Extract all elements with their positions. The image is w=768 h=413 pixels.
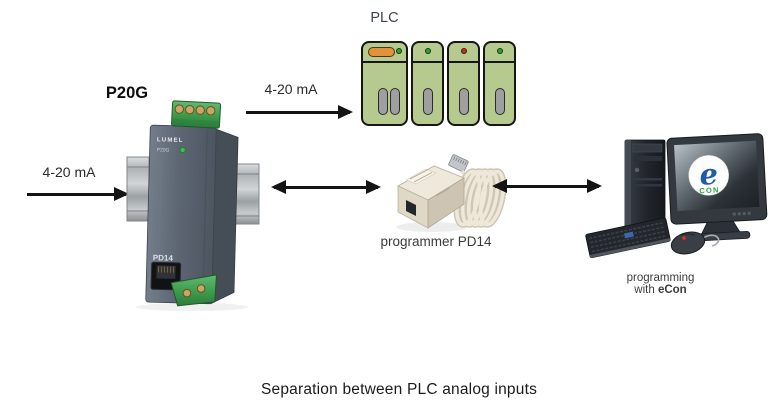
arrow-shaft xyxy=(27,192,126,196)
diagram-caption: Separation between PLC analog inputs xyxy=(260,381,538,398)
arrowhead-left-icon xyxy=(271,180,286,194)
programmer-label: programmer PD14 xyxy=(380,234,492,249)
plc-power-module xyxy=(361,41,408,126)
bottom-terminal-block xyxy=(170,274,217,307)
computer-image: e CON xyxy=(585,133,768,259)
status-led xyxy=(179,146,186,153)
pc-monitor: e CON xyxy=(666,133,768,242)
status-led xyxy=(496,47,503,54)
computer-label-line1: programming xyxy=(626,272,695,284)
arrowhead-right-icon xyxy=(587,179,602,193)
coiled-cable-highlight xyxy=(454,169,506,227)
pc-mouse xyxy=(670,231,720,255)
programmer-pd14-image xyxy=(396,154,507,232)
top-terminal-block xyxy=(171,100,222,129)
arrow-shaft xyxy=(495,184,599,188)
econ-logo xyxy=(688,155,729,196)
terminal-slot xyxy=(458,88,469,115)
device-programmer-link-arrow xyxy=(271,180,381,194)
programmer-computer-link-arrow xyxy=(492,179,602,193)
usb-port xyxy=(406,200,416,216)
top-signal-label: 4-20 mA xyxy=(264,81,318,97)
arrow-shaft xyxy=(274,185,378,189)
top-signal-arrow xyxy=(244,105,353,119)
left-signal-label: 4-20 mA xyxy=(42,164,96,180)
monitor-buttons xyxy=(732,211,751,216)
arrow-shaft xyxy=(246,110,350,114)
top-label-sticker xyxy=(405,168,437,185)
left-signal-arrow xyxy=(25,187,129,201)
arrowhead-right-icon xyxy=(366,180,381,194)
computer-label: programming with eCon xyxy=(603,272,718,296)
p20g-device-label: P20G xyxy=(105,84,149,102)
plc-io-module xyxy=(483,41,516,126)
plc-module-rack xyxy=(361,41,516,126)
terminal-slot xyxy=(378,88,388,115)
programmer-box xyxy=(397,165,465,229)
programmer-shadow xyxy=(396,222,468,232)
plc-label: PLC xyxy=(370,10,399,26)
terminal-slot xyxy=(390,88,400,115)
mouse-cable xyxy=(702,234,720,247)
status-led xyxy=(460,47,467,54)
status-led xyxy=(396,47,402,54)
computer-label-econ: eCon xyxy=(657,284,687,297)
port-label-text: PD14 xyxy=(153,253,174,263)
terminal-slot xyxy=(422,88,433,115)
econ-logo-word: CON xyxy=(699,185,720,195)
arrowhead-right-icon xyxy=(338,105,353,119)
cable-connector xyxy=(448,154,469,173)
pc-tower xyxy=(624,139,666,233)
plc-io-module xyxy=(411,41,444,126)
brand-text: LUMEL xyxy=(157,137,184,144)
status-led xyxy=(424,47,431,54)
power-slot xyxy=(368,47,395,57)
pc-keyboard xyxy=(585,217,671,259)
plc-io-module xyxy=(447,41,480,126)
arrowhead-right-icon xyxy=(114,187,129,201)
model-text: P20G xyxy=(157,147,170,153)
device-shadow xyxy=(136,303,248,311)
keyboard-blue-key xyxy=(624,231,634,239)
din-rail xyxy=(126,156,260,225)
p20g-transducer-image: LUMEL P20G PD14 xyxy=(126,100,260,311)
mouse-light xyxy=(682,236,686,240)
device-body: LUMEL P20G PD14 xyxy=(145,124,239,307)
terminal-slot xyxy=(494,88,505,115)
module-divider xyxy=(484,60,515,63)
module-divider xyxy=(362,60,407,63)
module-divider xyxy=(412,60,443,63)
computer-label-line2: with eCon xyxy=(603,284,718,296)
econ-logo-letter: e xyxy=(699,157,719,192)
computer-label-prefix: with xyxy=(634,284,658,297)
arrowhead-left-icon xyxy=(492,179,507,193)
module-divider xyxy=(448,60,479,63)
